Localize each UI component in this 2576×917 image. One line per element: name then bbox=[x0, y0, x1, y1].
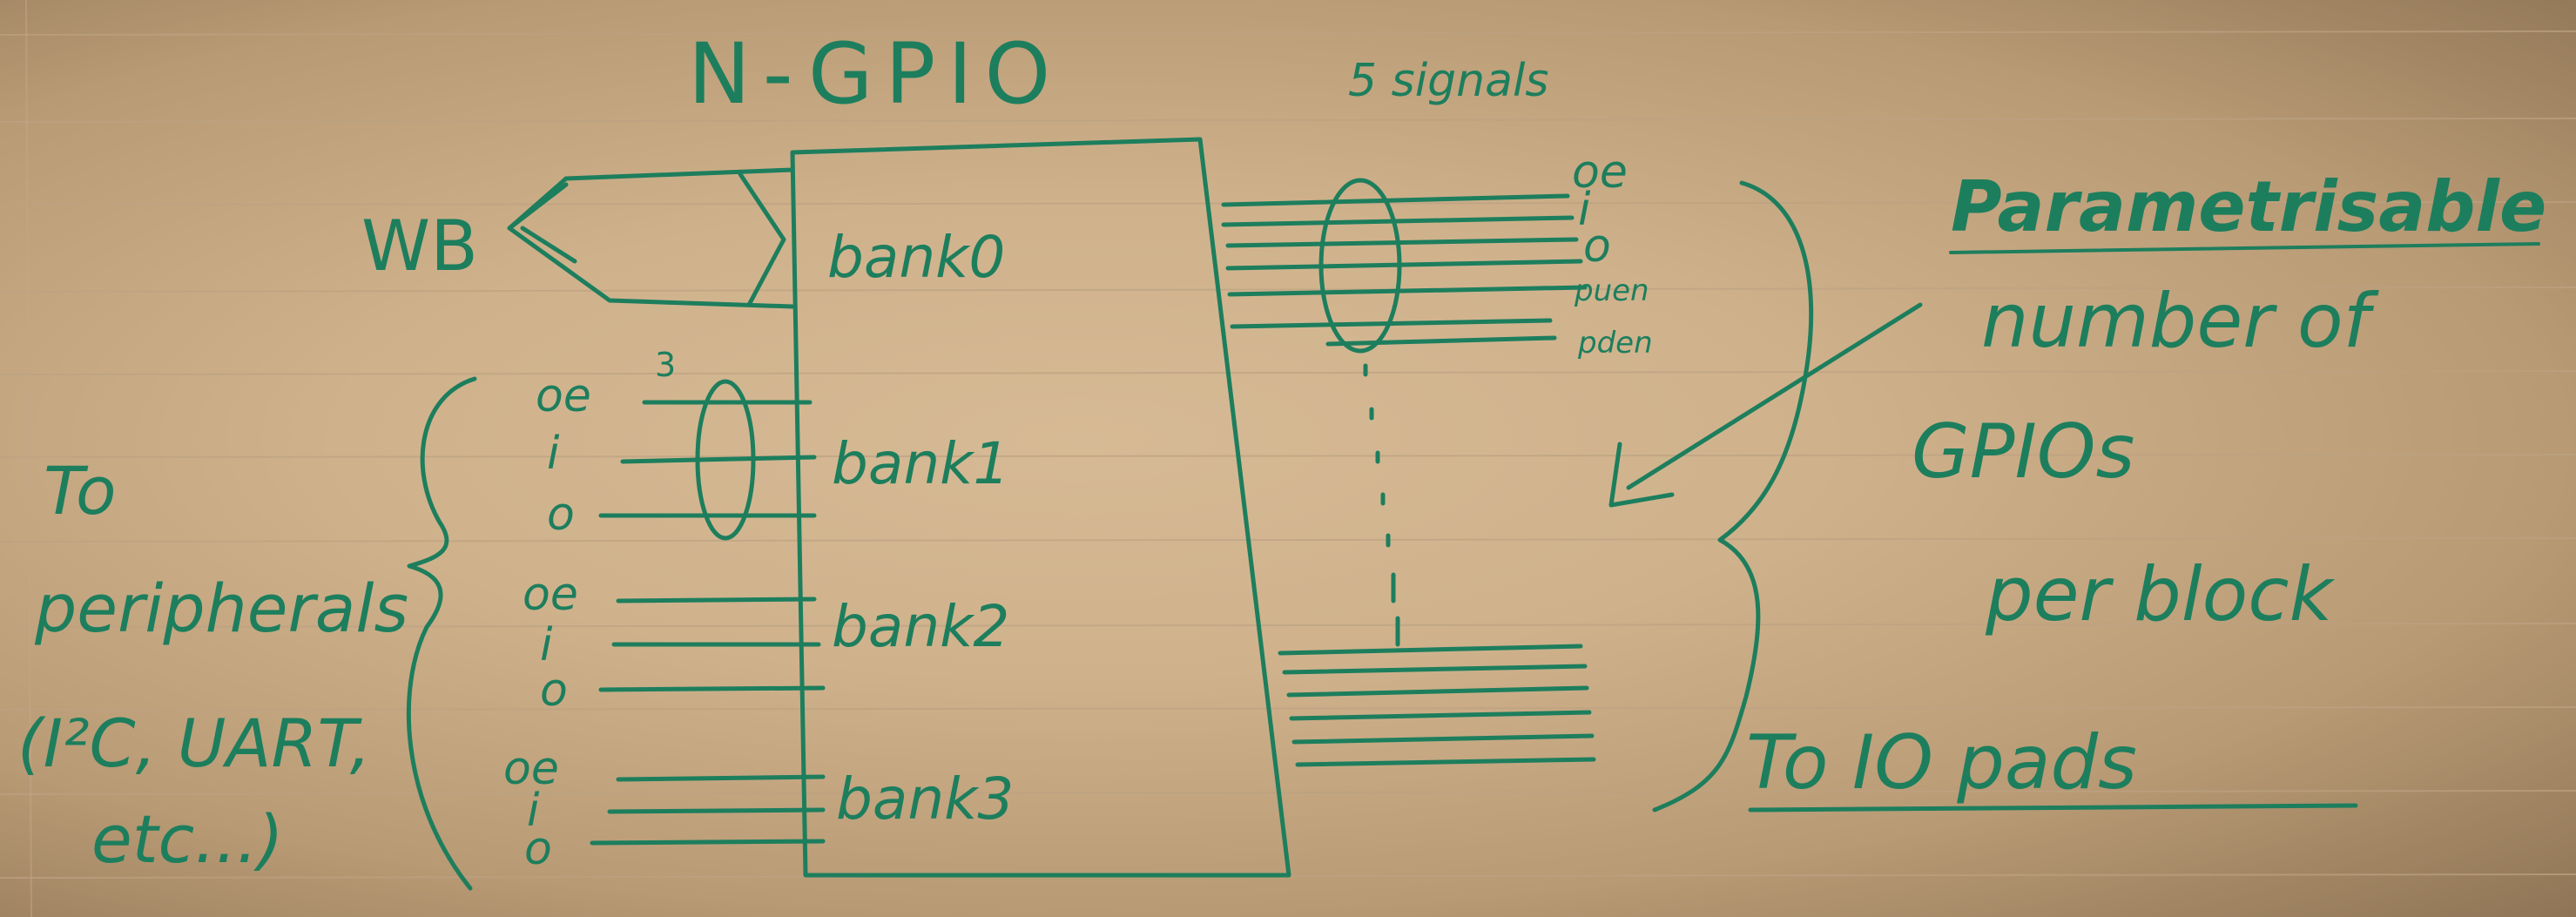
bank-label-2: bank2 bbox=[832, 593, 1009, 660]
wishbone-label: WB bbox=[361, 206, 478, 287]
output-oe-label: oe bbox=[1572, 146, 1628, 199]
output-signals-header: 5 signals bbox=[1348, 55, 1549, 107]
output-puen-label: puen bbox=[1574, 273, 1649, 308]
parameter-note-line3: GPIOs bbox=[1912, 408, 2134, 496]
bank3-o-label: o bbox=[524, 823, 552, 875]
peripherals-note: To peripherals (I²C, UART, etc...) bbox=[17, 452, 408, 878]
bank-label-3: bank3 bbox=[836, 765, 1014, 833]
output-lines-bottom bbox=[1278, 644, 1596, 767]
continuation-dots bbox=[1363, 363, 1400, 647]
right-brace bbox=[1652, 180, 1814, 812]
bank1-oe-label: oe bbox=[536, 370, 591, 422]
peripherals-note-line2: peripherals bbox=[34, 570, 408, 647]
peripherals-note-line1: To bbox=[44, 452, 117, 529]
bank1-o-label: o bbox=[547, 489, 575, 541]
callout-arrow bbox=[1608, 302, 1923, 508]
bank2-o-label: o bbox=[540, 664, 568, 717]
left-brace bbox=[406, 376, 477, 891]
parameter-note-line4: per block bbox=[1985, 551, 2336, 638]
output-pden-label: pden bbox=[1577, 326, 1653, 361]
peripherals-note-line3: (I²C, UART, bbox=[17, 705, 371, 782]
io-pads-note: To IO pads bbox=[1746, 719, 2137, 806]
parameter-note-line1: Parametrisable bbox=[1951, 166, 2546, 247]
bank1-i-label: i bbox=[547, 428, 560, 480]
output-lines-top bbox=[1221, 193, 1588, 347]
input-bundle-ellipse bbox=[695, 379, 756, 541]
bank2-oe-label: oe bbox=[523, 569, 578, 621]
bank3-oe-label: oe bbox=[503, 743, 559, 795]
output-bundle-ellipse bbox=[1318, 178, 1402, 354]
bank-label-1: bank1 bbox=[832, 430, 1009, 497]
wishbone-bus bbox=[507, 167, 795, 309]
peripherals-note-line4: etc...) bbox=[91, 800, 283, 878]
io-pads-underline bbox=[1748, 803, 2358, 812]
output-i-label: i bbox=[1578, 184, 1591, 236]
diagram-title: N-GPIO bbox=[688, 25, 1062, 123]
bank2-i-label: i bbox=[540, 619, 553, 671]
parameter-note-underline bbox=[1949, 242, 2540, 254]
gpio-block-outline bbox=[790, 137, 1291, 878]
parameter-note: Parametrisable number of GPIOs per block bbox=[1912, 166, 2546, 638]
bank-input-lines bbox=[590, 400, 826, 846]
bank-label-0: bank0 bbox=[827, 224, 1005, 291]
output-o-label: o bbox=[1583, 220, 1611, 273]
input-signal-count: 3 bbox=[655, 346, 676, 384]
bank3-i-label: i bbox=[527, 785, 540, 837]
parameter-note-line2: number of bbox=[1981, 278, 2380, 365]
